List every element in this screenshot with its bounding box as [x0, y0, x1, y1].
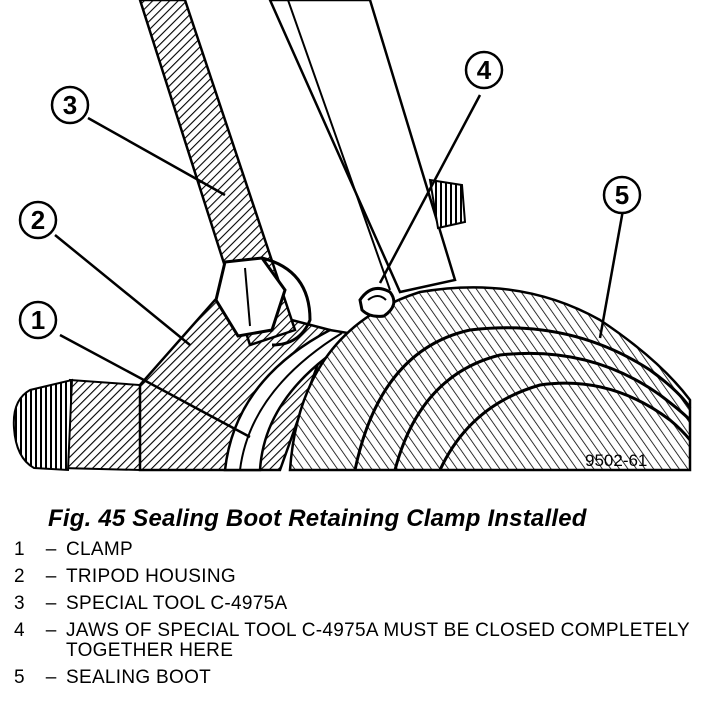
legend-text: TRIPOD HOUSING: [66, 566, 236, 587]
legend-text: CLAMP: [66, 539, 133, 560]
svg-text:1: 1: [31, 305, 45, 335]
legend-text: SEALING BOOT: [66, 667, 212, 688]
legend-dash: –: [45, 620, 57, 641]
figure-caption: Fig. 45 Sealing Boot Retaining Clamp Ins…: [48, 505, 587, 532]
legend-dash: –: [45, 539, 57, 560]
legend-number: 1: [14, 539, 25, 560]
callout-1: 1: [18, 300, 58, 340]
callout-2: 2: [18, 200, 58, 240]
legend-number: 4: [14, 620, 25, 641]
legend-item: 4 – JAWS OF SPECIAL TOOL C-4975A MUST BE…: [14, 621, 694, 661]
callout-5: 5: [602, 175, 642, 215]
shaft-end: [12, 378, 141, 472]
legend-number: 5: [14, 667, 25, 688]
legend-list: 1 – CLAMP 2 – TRIPOD HOUSING 3 – SPECIAL…: [14, 540, 694, 695]
legend-dash: –: [45, 566, 57, 587]
leader-lines: [54, 94, 625, 439]
svg-text:2: 2: [31, 205, 45, 235]
callout-3: 3: [50, 85, 90, 125]
legend-dash: –: [45, 593, 57, 614]
legend-text: JAWS OF SPECIAL TOOL C-4975A MUST BE CLO…: [66, 620, 690, 661]
svg-text:3: 3: [63, 90, 77, 120]
sealing-boot: [288, 286, 692, 472]
svg-text:5: 5: [615, 180, 629, 210]
callout-4: 4: [464, 50, 504, 90]
legend-item: 5 – SEALING BOOT: [14, 668, 694, 688]
special-tool: [138, 0, 467, 347]
figure-code: 9502-61: [585, 451, 647, 470]
legend-item: 2 – TRIPOD HOUSING: [14, 567, 694, 587]
legend-number: 2: [14, 566, 25, 587]
svg-text:4: 4: [477, 55, 492, 85]
legend-item: 3 – SPECIAL TOOL C-4975A: [14, 594, 694, 614]
legend-number: 3: [14, 593, 25, 614]
legend-dash: –: [45, 667, 57, 688]
legend-text: SPECIAL TOOL C-4975A: [66, 593, 288, 614]
technical-illustration: 1 2 3 4 5 9502-61: [12, 0, 692, 472]
legend-item: 1 – CLAMP: [14, 540, 694, 560]
